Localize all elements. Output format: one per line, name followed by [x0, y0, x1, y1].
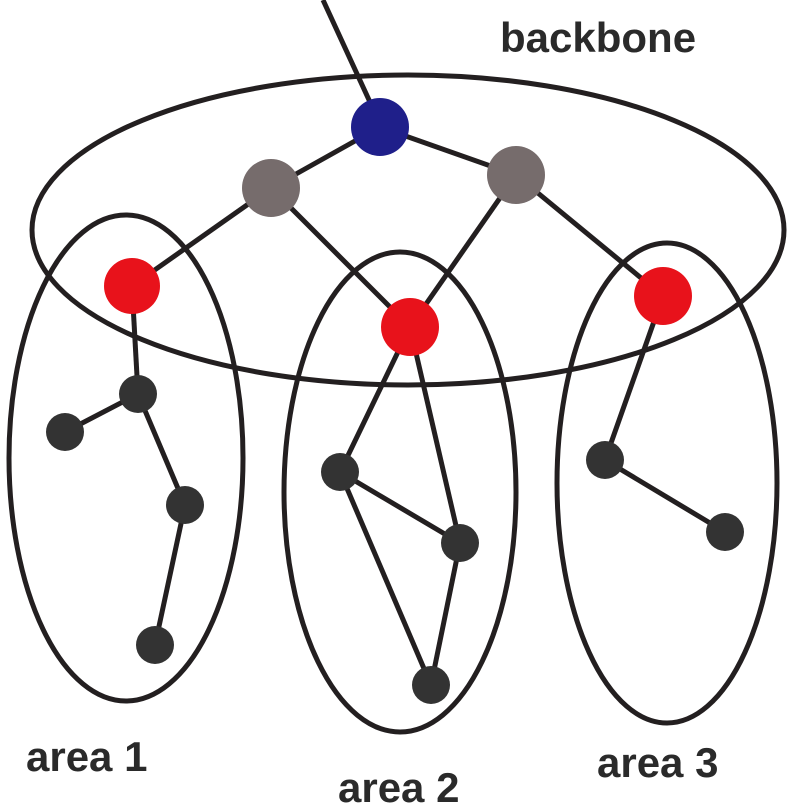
backbone-area-outline	[29, 72, 787, 388]
area-3-outline	[554, 240, 780, 726]
router-node-red-2	[381, 298, 439, 356]
router-node-gray-right	[487, 146, 545, 204]
links	[63, 124, 727, 686]
router-node-a3-n2	[706, 513, 744, 551]
backbone-label: backbone	[500, 14, 696, 61]
router-node-red-3	[634, 267, 692, 325]
router-node-a2-n3	[412, 666, 450, 704]
router-node-a2-n1	[321, 453, 359, 491]
router-node-gray-left	[242, 159, 300, 217]
link-a2-n1-a2-n2	[338, 469, 462, 546]
link-a2-n1-a2-n3	[337, 471, 434, 686]
link-gray-right-red-3	[514, 173, 665, 298]
area-2-label: area 2	[338, 764, 459, 811]
router-node-a1-n4	[136, 626, 174, 664]
link-a2-n2-a2-n3	[428, 542, 463, 686]
link-a1-n3-a1-n4	[152, 504, 188, 646]
router-node-red-1	[104, 258, 160, 314]
router-node-a2-n2	[441, 524, 479, 562]
area-1-outline	[6, 212, 246, 704]
router-node-a1-n2	[46, 413, 84, 451]
router-node-root	[351, 98, 409, 156]
area-1-label: area 1	[26, 733, 147, 780]
link-red-2-a2-n2	[407, 326, 463, 544]
router-node-a3-n1	[586, 441, 624, 479]
link-a1-n1-a1-n3	[135, 393, 188, 506]
area-2-outline	[281, 249, 519, 735]
router-node-a1-n1	[119, 375, 157, 413]
routers	[46, 98, 744, 704]
link-gray-left-red-2	[269, 186, 412, 329]
router-node-a1-n3	[166, 486, 204, 524]
link-a3-n1-a3-n2	[603, 457, 727, 535]
area-3-label: area 3	[597, 739, 718, 786]
link-gray-right-red-2	[407, 173, 519, 329]
